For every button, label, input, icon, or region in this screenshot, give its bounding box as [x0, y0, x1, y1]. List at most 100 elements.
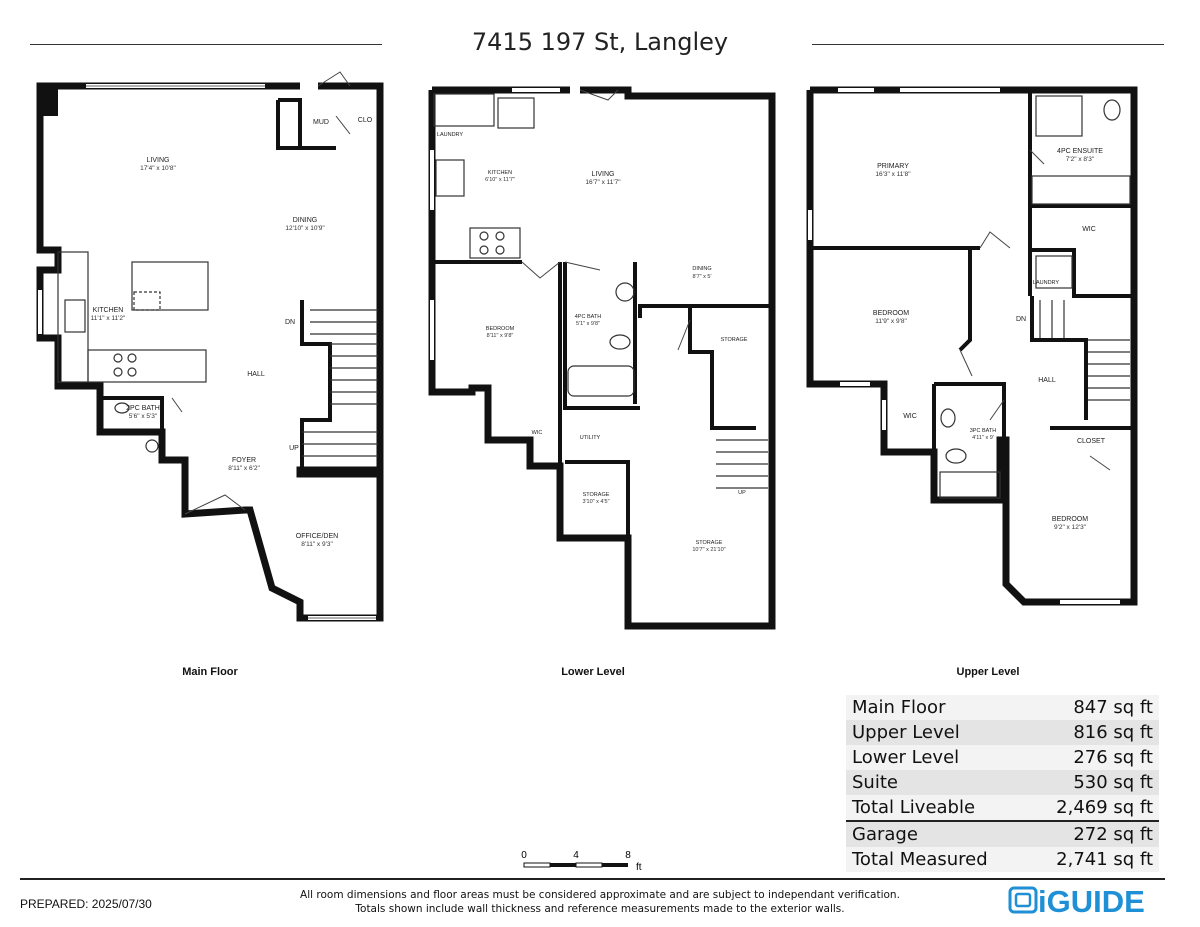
- main-entry-door: [317, 71, 351, 87]
- room-name: LAUNDRY: [437, 132, 464, 138]
- room-name: STORAGE: [696, 540, 723, 546]
- scale-tick-label: 4: [573, 850, 579, 861]
- room-dims: 8'11" x 9'3": [301, 541, 333, 548]
- area-label: Total Measured: [846, 847, 1027, 872]
- lower-entry-door: [579, 89, 619, 101]
- main-floor-plan: [36, 71, 384, 622]
- room-dims: 16'3" x 11'8": [875, 171, 911, 178]
- lower-bath-door: [564, 261, 601, 271]
- lower-bath-sink: [615, 282, 635, 302]
- floor-label-upper: Upper Level: [956, 666, 1020, 678]
- lower-kitchen-appliance: [497, 97, 535, 129]
- room-name: KITCHEN: [93, 307, 124, 314]
- room-dims: 5'1" x 9'8": [576, 321, 600, 327]
- lower-util-wall: [565, 460, 630, 538]
- room-name: FOYER: [232, 457, 256, 464]
- main-bath-sink: [145, 439, 159, 453]
- main-toilet: [114, 402, 130, 414]
- room-dims: 7'2" x 8'3": [1066, 156, 1095, 163]
- main-mud-wall: [276, 98, 302, 150]
- room-name: BEDROOM: [1052, 516, 1088, 523]
- scale-segment: [602, 863, 628, 867]
- upper-ensuite-vanity: [1031, 175, 1131, 205]
- area-label: Upper Level: [846, 720, 1027, 745]
- room-dims: 11'9" x 9'8": [875, 318, 907, 325]
- room-dims: 8'7" x 5': [692, 274, 711, 280]
- main-bath-wall: [100, 396, 164, 432]
- lower-stairs: [716, 439, 768, 489]
- upper-bath-shower: [939, 471, 1001, 499]
- area-label: Suite: [846, 770, 1027, 795]
- area-value: 2,469 sq ft: [1026, 795, 1159, 821]
- floor-plans: LIVING 17'4" x 10'8" DINING 12'10" x 10'…: [36, 71, 1138, 630]
- room-name: WIC: [903, 413, 917, 420]
- main-stair-wall: [300, 300, 332, 470]
- scale-segment: [523, 862, 551, 868]
- room-name: OFFICE/DEN: [296, 533, 338, 540]
- area-label: Total Liveable: [846, 795, 1027, 821]
- room-dims: 8'11" x 6'2": [228, 465, 260, 472]
- upper-stair-wall: [1030, 296, 1088, 420]
- room-name: CLOSET: [1077, 438, 1106, 445]
- main-bath-door: [171, 397, 183, 413]
- room-name: CLO: [358, 117, 373, 124]
- room-name: 4PC BATH: [575, 314, 602, 320]
- room-name: LAUNDRY: [1033, 280, 1060, 286]
- main-stove-burner: [127, 367, 137, 377]
- room-name: KITCHEN: [488, 170, 512, 176]
- main-stove-burner: [113, 353, 123, 363]
- room-name: WIC: [532, 430, 543, 436]
- main-exterior-wall: [36, 82, 384, 622]
- room-name: PRIMARY: [877, 163, 909, 170]
- room-name: BEDROOM: [873, 310, 909, 317]
- logo-box-icon: [1008, 886, 1038, 914]
- disclaimer-line: Totals shown include wall thickness and …: [355, 903, 845, 915]
- lower-burner: [479, 245, 489, 255]
- page-title: 7415 197 St, Langley: [471, 28, 729, 56]
- stair-label: UP: [289, 445, 299, 452]
- upper-ensuite-shower: [1035, 95, 1083, 137]
- lower-storage-wall: [645, 304, 756, 430]
- room-name: MUD: [313, 119, 329, 126]
- upper-bath-toilet: [945, 448, 967, 464]
- upper-laundry-unit: [1035, 255, 1073, 289]
- lower-bath-wall: [563, 262, 640, 410]
- upper-closet-door: [1089, 455, 1111, 471]
- stair-label: DN: [1016, 316, 1026, 323]
- room-dims: 17'4" x 10'8": [140, 165, 176, 172]
- logo-inner-icon: [1014, 892, 1032, 908]
- lower-laundry: [433, 93, 495, 127]
- room-name: DINING: [692, 266, 711, 272]
- scale-tick-label: 0: [521, 850, 527, 861]
- upper-room-labels: PRIMARY 16'3" x 11'8" 4PC ENSUITE 7'2" x…: [873, 148, 1106, 531]
- area-value: 816 sq ft: [1026, 720, 1159, 745]
- scale-segment: [550, 863, 576, 867]
- main-kitchen-island: [131, 261, 209, 311]
- lower-burner: [479, 231, 489, 241]
- upper-stairs: [1039, 300, 1130, 401]
- room-name: WIC: [1082, 226, 1096, 233]
- main-room-labels: LIVING 17'4" x 10'8" DINING 12'10" x 10'…: [91, 117, 373, 548]
- lower-storage-door: [677, 319, 691, 351]
- main-kitchen-sink: [64, 299, 86, 333]
- room-dims: 8'11" x 9'8": [487, 333, 514, 339]
- room-dims: 11'1" x 11'2": [91, 315, 126, 322]
- lower-bed-door: [521, 261, 561, 279]
- room-dims: 5'6" x 5'3": [129, 413, 158, 420]
- upper-laundry-wall: [1030, 248, 1132, 298]
- header-rule-left: [30, 44, 382, 45]
- area-value: 276 sq ft: [1026, 745, 1159, 770]
- room-name: DINING: [293, 217, 318, 224]
- lower-burner: [495, 245, 505, 255]
- main-stove-burner: [113, 367, 123, 377]
- main-clo-wall: [298, 100, 336, 150]
- footer-rule: [20, 878, 1165, 880]
- upper-ensuite-toilet: [1103, 99, 1121, 121]
- upper-bath-sink: [940, 408, 956, 428]
- floor-label-lower: Lower Level: [561, 666, 625, 678]
